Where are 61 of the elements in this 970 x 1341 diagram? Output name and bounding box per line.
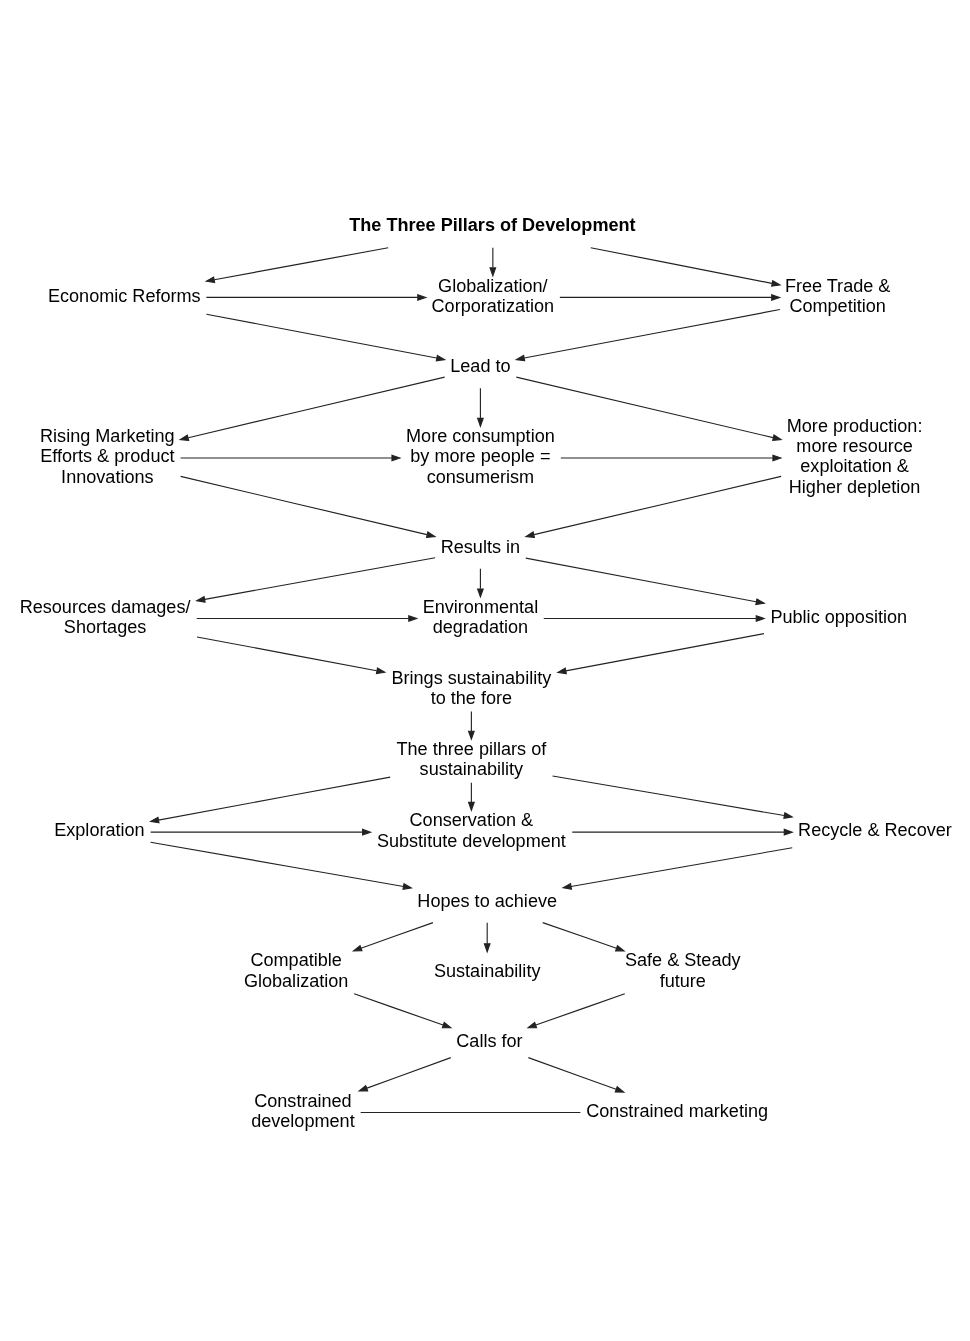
node-text: Free Trade & Competition xyxy=(784,275,890,316)
arrow xyxy=(357,1057,451,1092)
arrow xyxy=(526,993,625,1029)
arrow xyxy=(351,922,433,952)
node-text: Public opposition xyxy=(769,606,907,627)
node-text: More production: more resource exploitation & Higher depletion xyxy=(786,415,922,497)
arrow xyxy=(205,293,427,301)
arrow xyxy=(204,247,389,284)
node-text: Recycle & Recover xyxy=(797,820,952,841)
arrow xyxy=(515,376,783,442)
node-text: Rising Marketing Efforts & product Innovations xyxy=(39,425,175,487)
arrow xyxy=(149,828,372,836)
arrow xyxy=(527,1057,625,1093)
node-text: Results in xyxy=(440,536,520,557)
node-text: Exploration xyxy=(53,820,145,841)
arrow xyxy=(571,828,794,836)
arrow xyxy=(524,557,766,606)
node-text: Compatible Globalization xyxy=(243,950,348,991)
arrow xyxy=(483,922,491,954)
node-text: The three pillars of sustainability xyxy=(396,739,546,780)
arrow xyxy=(178,376,445,442)
arrow xyxy=(561,847,793,890)
node-text: More consumption by more people = consumerism xyxy=(405,425,555,487)
arrow xyxy=(179,454,402,462)
node-text: Lead to xyxy=(449,355,511,376)
arrow xyxy=(542,614,766,623)
arrow xyxy=(476,387,484,428)
node-text: Constrained development xyxy=(250,1090,355,1131)
arrow xyxy=(541,922,626,952)
arrow xyxy=(476,568,484,599)
arrow xyxy=(149,841,413,890)
arrow xyxy=(205,313,446,362)
node-text: Sustainability xyxy=(433,960,540,981)
node-text: Economic Reforms xyxy=(47,285,201,306)
arrow xyxy=(514,309,780,362)
arrow xyxy=(555,633,765,675)
node-text: Environmental degradation xyxy=(422,596,538,637)
arrow xyxy=(196,636,386,675)
node-text: Calls for xyxy=(455,1030,523,1051)
arrow xyxy=(194,557,436,603)
node-text: Safe & Steady future xyxy=(624,950,741,991)
node-text: Hopes to achieve xyxy=(416,890,557,911)
node-text: Conservation & Substitute development xyxy=(376,810,566,851)
node-text: Constrained marketing xyxy=(585,1100,768,1121)
arrow xyxy=(589,247,782,287)
arrow xyxy=(179,475,437,539)
arrow xyxy=(488,247,496,278)
arrow xyxy=(559,454,783,462)
node-text: Brings sustainability to the fore xyxy=(390,667,551,709)
node-text: The Three Pillars of Development xyxy=(348,214,636,235)
connector xyxy=(359,1111,581,1114)
arrow xyxy=(523,475,782,539)
arrow xyxy=(558,293,781,301)
arrow xyxy=(148,776,391,824)
node-text: Resources damages/ Shortages xyxy=(19,596,191,637)
arrow xyxy=(353,993,452,1029)
arrow xyxy=(467,710,475,741)
arrow xyxy=(551,775,794,819)
arrow xyxy=(467,782,475,813)
node-text: Globalization/ Corporatization xyxy=(431,275,554,316)
arrow xyxy=(195,614,418,623)
